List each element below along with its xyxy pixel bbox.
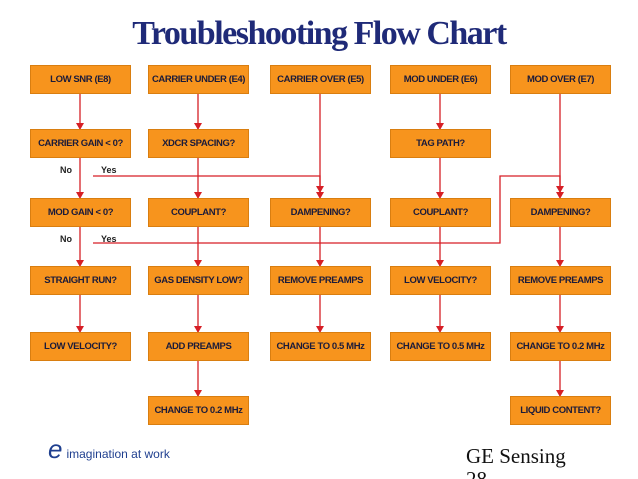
box-remove-preamps-1: REMOVE PREAMPS (270, 266, 371, 295)
box-dampening-1: DAMPENING? (270, 198, 371, 227)
footer-tagline: imagination at work (66, 447, 170, 461)
box-change-02-1: CHANGE TO 0.2 MHz (510, 332, 611, 361)
label-no-1: No (60, 165, 72, 175)
box-carrier-gain: CARRIER GAIN < 0? (30, 129, 131, 158)
box-tag-path: TAG PATH? (390, 129, 491, 158)
box-change-05-2: CHANGE TO 0.5 MHz (390, 332, 491, 361)
page-title: Troubleshooting Flow Chart (132, 15, 507, 52)
box-add-preamps: ADD PREAMPS (148, 332, 249, 361)
box-gas-density: GAS DENSITY LOW? (148, 266, 249, 295)
box-low-velocity-2: LOW VELOCITY? (30, 332, 131, 361)
box-dampening-2: DAMPENING? (510, 198, 611, 227)
ge-logo-letter: e (48, 434, 63, 464)
box-couplant-2: COUPLANT? (390, 198, 491, 227)
footer-company: GE Sensing (466, 444, 566, 468)
arrow-mod-gain-yes (93, 175, 564, 244)
box-liquid-content: LIQUID CONTENT? (510, 396, 611, 425)
box-change-05-1: CHANGE TO 0.5 MHz (270, 332, 371, 361)
box-mod-gain: MOD GAIN < 0? (30, 198, 131, 227)
box-mod-over: MOD OVER (E7) (510, 65, 611, 94)
box-carrier-under: CARRIER UNDER (E4) (148, 65, 249, 94)
label-yes-2: Yes (101, 234, 117, 244)
box-couplant-1: COUPLANT? (148, 198, 249, 227)
box-xdcr-spacing: XDCR SPACING? (148, 129, 249, 158)
box-low-snr: LOW SNR (E8) (30, 65, 131, 94)
arrow-carrier-gain-yes (93, 175, 324, 193)
box-low-velocity-1: LOW VELOCITY? (390, 266, 491, 295)
label-no-2: No (60, 234, 72, 244)
label-yes-1: Yes (101, 165, 117, 175)
footer-brand: e imagination at work (48, 436, 170, 462)
page-number: 28 (466, 467, 487, 479)
box-carrier-over: CARRIER OVER (E5) (270, 65, 371, 94)
box-mod-under: MOD UNDER (E6) (390, 65, 491, 94)
box-straight-run: STRAIGHT RUN? (30, 266, 131, 295)
box-remove-preamps-2: REMOVE PREAMPS (510, 266, 611, 295)
box-change-02-2: CHANGE TO 0.2 MHz (148, 396, 249, 425)
